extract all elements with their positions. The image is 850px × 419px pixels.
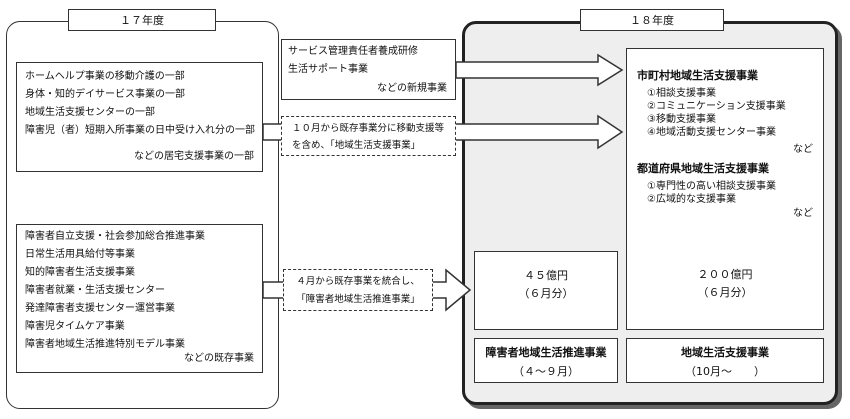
new-projects-line: 生活サポート事業: [288, 64, 368, 75]
list-item: 障害児タイムケア事業: [25, 321, 125, 332]
october-transfer-line: を含め、「地域生活支援事業」: [292, 140, 421, 151]
fy17-year-label: １７年度: [68, 9, 216, 31]
footer-right-title: 地域生活支援事業: [681, 346, 769, 359]
budget-small: ４５億円: [524, 269, 568, 282]
list-item: 地域生活支援センターの一部: [25, 107, 155, 118]
footer-left-title: 障害者地域生活推進事業: [485, 346, 607, 359]
etc-label: など: [793, 144, 813, 155]
fy18-footer-left-box: 障害者地域生活推進事業 （４～９月）: [474, 338, 618, 383]
fy17-existing-projects-box: 障害者自立支援・社会参加総合推進事業 日常生活用具給付等事業 知的障害者生活支援…: [16, 224, 263, 373]
budget-small-note: （６月分）: [518, 287, 574, 300]
list-item: 発達障害者支援センター運営事業: [25, 303, 175, 314]
fy17-upper-footer: などの居宅支援事業の一部: [134, 151, 254, 162]
list-item: 日常生活用具給付等事業: [25, 249, 135, 260]
footer-right-period: （10月～ ）: [685, 365, 765, 378]
list-item: 障害者地域生活推進特別モデル事業: [25, 339, 185, 350]
fy18-budget-small-box: ４５億円 （６月分）: [474, 251, 618, 330]
footer-left-period: （４～９月）: [513, 365, 579, 378]
list-item: ①相談支援事業: [647, 88, 716, 99]
list-item: 障害者自立支援・社会参加総合推進事業: [25, 231, 205, 242]
list-item: 身体・知的デイサービス事業の一部: [25, 89, 185, 100]
fy17-upper-list: ホームヘルプ事業の移動介護の一部 身体・知的デイサービス事業の一部 地域生活支援…: [25, 71, 255, 137]
list-item: ②コミュニケーション支援事業: [647, 101, 786, 112]
budget-large-note: （６月分）: [697, 286, 753, 299]
prefectural-title: 都道府県地域生活支援事業: [637, 162, 769, 175]
list-item: ②広域的な支援事業: [647, 194, 736, 205]
list-item: ホームヘルプ事業の移動介護の一部: [25, 71, 185, 82]
april-transfer-line: 「障害者地域生活推進事業」: [296, 294, 420, 305]
budget-large: ２００億円: [697, 268, 753, 281]
municipal-items: ①相談支援事業 ②コミュニケーション支援事業 ③移動支援事業 ④地域活動支援セン…: [647, 87, 786, 139]
april-transfer-box-overlay: ４月から既存事業を統合し、 「障害者地域生活推進事業」: [283, 269, 433, 311]
april-transfer-line: ４月から既存事業を統合し、: [296, 276, 420, 287]
list-item: ④地域活動支援センター事業: [647, 127, 776, 138]
list-item: 障害児（者）短期入所事業の日中受け入れ分の一部: [25, 125, 255, 136]
fy18-support-projects-box: 市町村地域生活支援事業 ①相談支援事業 ②コミュニケーション支援事業 ③移動支援…: [626, 48, 824, 330]
fy17-lower-list: 障害者自立支援・社会参加総合推進事業 日常生活用具給付等事業 知的障害者生活支援…: [25, 231, 205, 351]
list-item: ①専門性の高い相談支援事業: [647, 181, 776, 192]
new-projects-line: サービス管理責任者養成研修: [288, 46, 418, 57]
etc-label: など: [793, 208, 813, 219]
october-transfer-box-overlay: １０月から既存事業分に移動支援等 を含め、「地域生活支援事業」: [281, 116, 456, 156]
list-item: ③移動支援事業: [647, 114, 716, 125]
fy18-year-label: １８年度: [580, 9, 724, 31]
october-transfer-line: １０月から既存事業分に移動支援等: [292, 123, 445, 134]
fy17-lower-footer: などの既存事業: [184, 353, 254, 364]
municipal-title: 市町村地域生活支援事業: [637, 69, 758, 82]
list-item: 知的障害者生活支援事業: [25, 267, 135, 278]
fy17-existing-partial-box: ホームヘルプ事業の移動介護の一部 身体・知的デイサービス事業の一部 地域生活支援…: [16, 62, 263, 172]
prefectural-items: ①専門性の高い相談支援事業 ②広域的な支援事業: [647, 180, 776, 206]
new-projects-footer: などの新規事業: [377, 83, 447, 94]
fy18-footer-right-box: 地域生活支援事業 （10月～ ）: [626, 338, 824, 383]
list-item: 障害者就業・生活支援センター: [25, 285, 165, 296]
new-projects-box: サービス管理責任者養成研修 生活サポート事業 などの新規事業: [281, 39, 456, 100]
